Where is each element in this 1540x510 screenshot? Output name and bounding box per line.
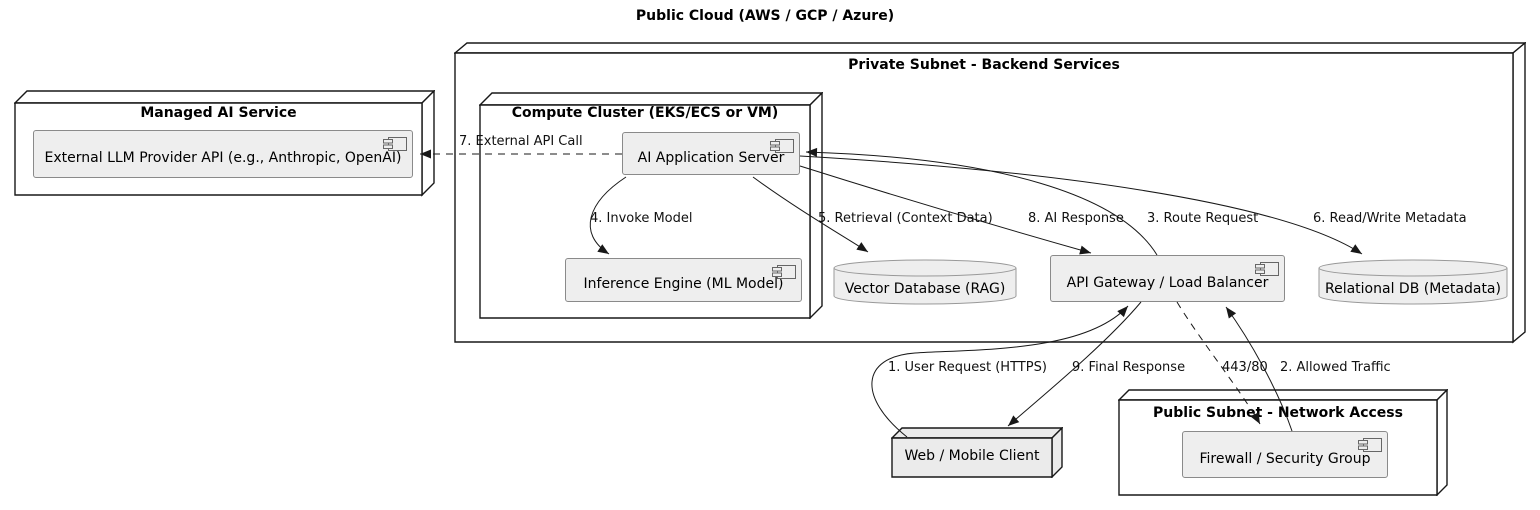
- component-icon: [772, 265, 796, 279]
- diagram-title: Public Cloud (AWS / GCP / Azure): [635, 8, 895, 24]
- edge-label-ports: 443/80: [1222, 360, 1268, 375]
- relational-db-label: Relational DB (Metadata): [1325, 281, 1501, 297]
- private-subnet-top-face: [454, 42, 1526, 54]
- component-icon: [383, 137, 407, 151]
- compute-cluster-title: Compute Cluster (EKS/ECS or VM): [511, 105, 779, 121]
- llm-api-label: External LLM Provider API (e.g., Anthrop…: [44, 150, 402, 166]
- inference-engine-component: Inference Engine (ML Model): [565, 258, 802, 302]
- managed-ai-top-face: [14, 90, 435, 104]
- component-icon: [1358, 438, 1382, 452]
- vector-db-label: Vector Database (RAG): [844, 281, 1006, 297]
- api-gateway-component: API Gateway / Load Balancer: [1050, 255, 1285, 302]
- inference-engine-label: Inference Engine (ML Model): [583, 276, 784, 292]
- firewall-label: Firewall / Security Group: [1199, 450, 1371, 467]
- web-client-front-face: [891, 437, 1053, 478]
- llm-api-component: External LLM Provider API (e.g., Anthrop…: [33, 130, 413, 178]
- web-client-top-face: [891, 427, 1063, 439]
- compute-cluster-top-face: [479, 92, 823, 106]
- database-cylinder-shape: [833, 259, 1017, 305]
- relational-db-cylinder: Relational DB (Metadata): [1318, 259, 1508, 305]
- managed-ai-right-face: [421, 90, 435, 197]
- api-gateway-label: API Gateway / Load Balancer: [1066, 274, 1269, 291]
- public-subnet-title: Public Subnet - Network Access: [1153, 405, 1403, 421]
- firewall-component: Firewall / Security Group: [1182, 431, 1388, 478]
- ai-app-server-component: AI Application Server: [622, 132, 800, 175]
- edge-label-allowed-traffic: 2. Allowed Traffic: [1280, 360, 1391, 375]
- edge-label-final-response: 9. Final Response: [1072, 360, 1186, 375]
- managed-ai-title: Managed AI Service: [140, 105, 297, 121]
- database-cylinder-shape: [1318, 259, 1508, 305]
- ai-app-server-label: AI Application Server: [637, 149, 785, 166]
- public-subnet-top-face: [1118, 389, 1448, 401]
- edge-label-user-request: 1. User Request (HTTPS): [888, 360, 1047, 375]
- vector-db-cylinder: Vector Database (RAG): [833, 259, 1017, 305]
- compute-cluster-right-face: [809, 92, 823, 319]
- component-icon: [770, 139, 794, 153]
- private-subnet-title: Private Subnet - Backend Services: [848, 57, 1120, 73]
- component-icon: [1255, 262, 1279, 276]
- public-subnet-right-face: [1436, 389, 1448, 496]
- private-subnet-right-face: [1512, 42, 1526, 344]
- web-client-label: Web / Mobile Client: [904, 448, 1040, 464]
